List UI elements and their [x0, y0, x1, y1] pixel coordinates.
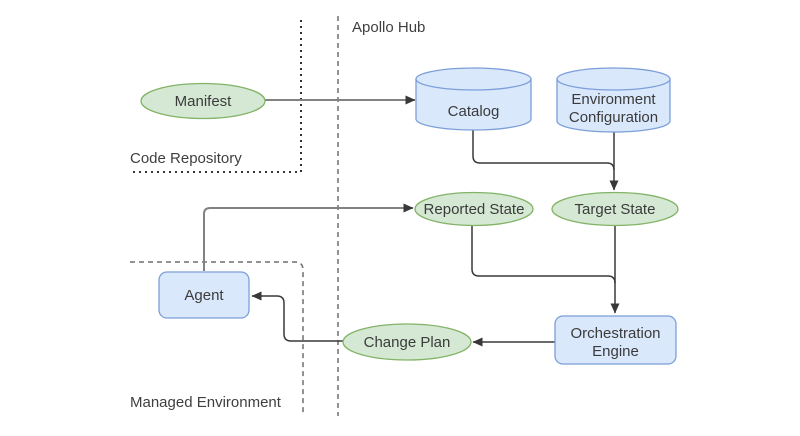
manifest-label: Manifest — [175, 93, 233, 110]
environment-configuration-label-line1: Environment — [571, 91, 656, 108]
agent-box — [158, 271, 250, 319]
node-target-state: Target State — [551, 191, 679, 227]
catalog-label: Catalog — [448, 103, 500, 120]
environment-configuration-cylinder-body — [556, 78, 671, 133]
region-label-code-repository: Code Repository — [130, 150, 242, 167]
reported-state-label: Reported State — [424, 201, 525, 218]
orchestration-engine-label-line2: Engine — [592, 343, 639, 360]
target-state-label: Target State — [575, 201, 656, 218]
environment-configuration-cylinder-top — [556, 67, 671, 91]
catalog-cylinder-body — [415, 78, 532, 131]
orchestration-engine-box — [554, 315, 677, 365]
node-catalog: Catalog — [415, 67, 532, 131]
change-plan-label: Change Plan — [364, 334, 451, 351]
node-change-plan: Change Plan — [342, 323, 472, 361]
managed-environment-boundary-line — [130, 261, 304, 415]
manifest-ellipse — [140, 82, 266, 120]
change-plan-ellipse — [342, 323, 472, 361]
node-manifest: Manifest — [140, 82, 266, 120]
edge-catalog-to-target-state — [472, 130, 615, 171]
code-repository-boundary-line — [130, 20, 302, 173]
agent-label: Agent — [184, 287, 224, 304]
target-state-ellipse — [551, 191, 679, 227]
catalog-cylinder-top — [415, 67, 532, 91]
reported-state-ellipse — [414, 191, 534, 227]
edge-change-plan-to-agent — [251, 291, 343, 342]
edge-agent-to-reported-state — [203, 203, 414, 271]
orchestration-engine-label-line1: Orchestration — [570, 325, 660, 342]
node-reported-state: Reported State — [414, 191, 534, 227]
node-environment-configuration: Environment Configuration — [556, 67, 671, 133]
hub-label: Apollo Hub — [352, 19, 425, 36]
region-label-managed-environment: Managed Environment — [130, 394, 282, 411]
edge-reported-state-to-orchestration-engine — [471, 226, 616, 284]
node-orchestration-engine: Orchestration Engine — [554, 315, 677, 365]
node-agent: Agent — [158, 271, 250, 319]
environment-configuration-label-line2: Configuration — [569, 109, 658, 126]
